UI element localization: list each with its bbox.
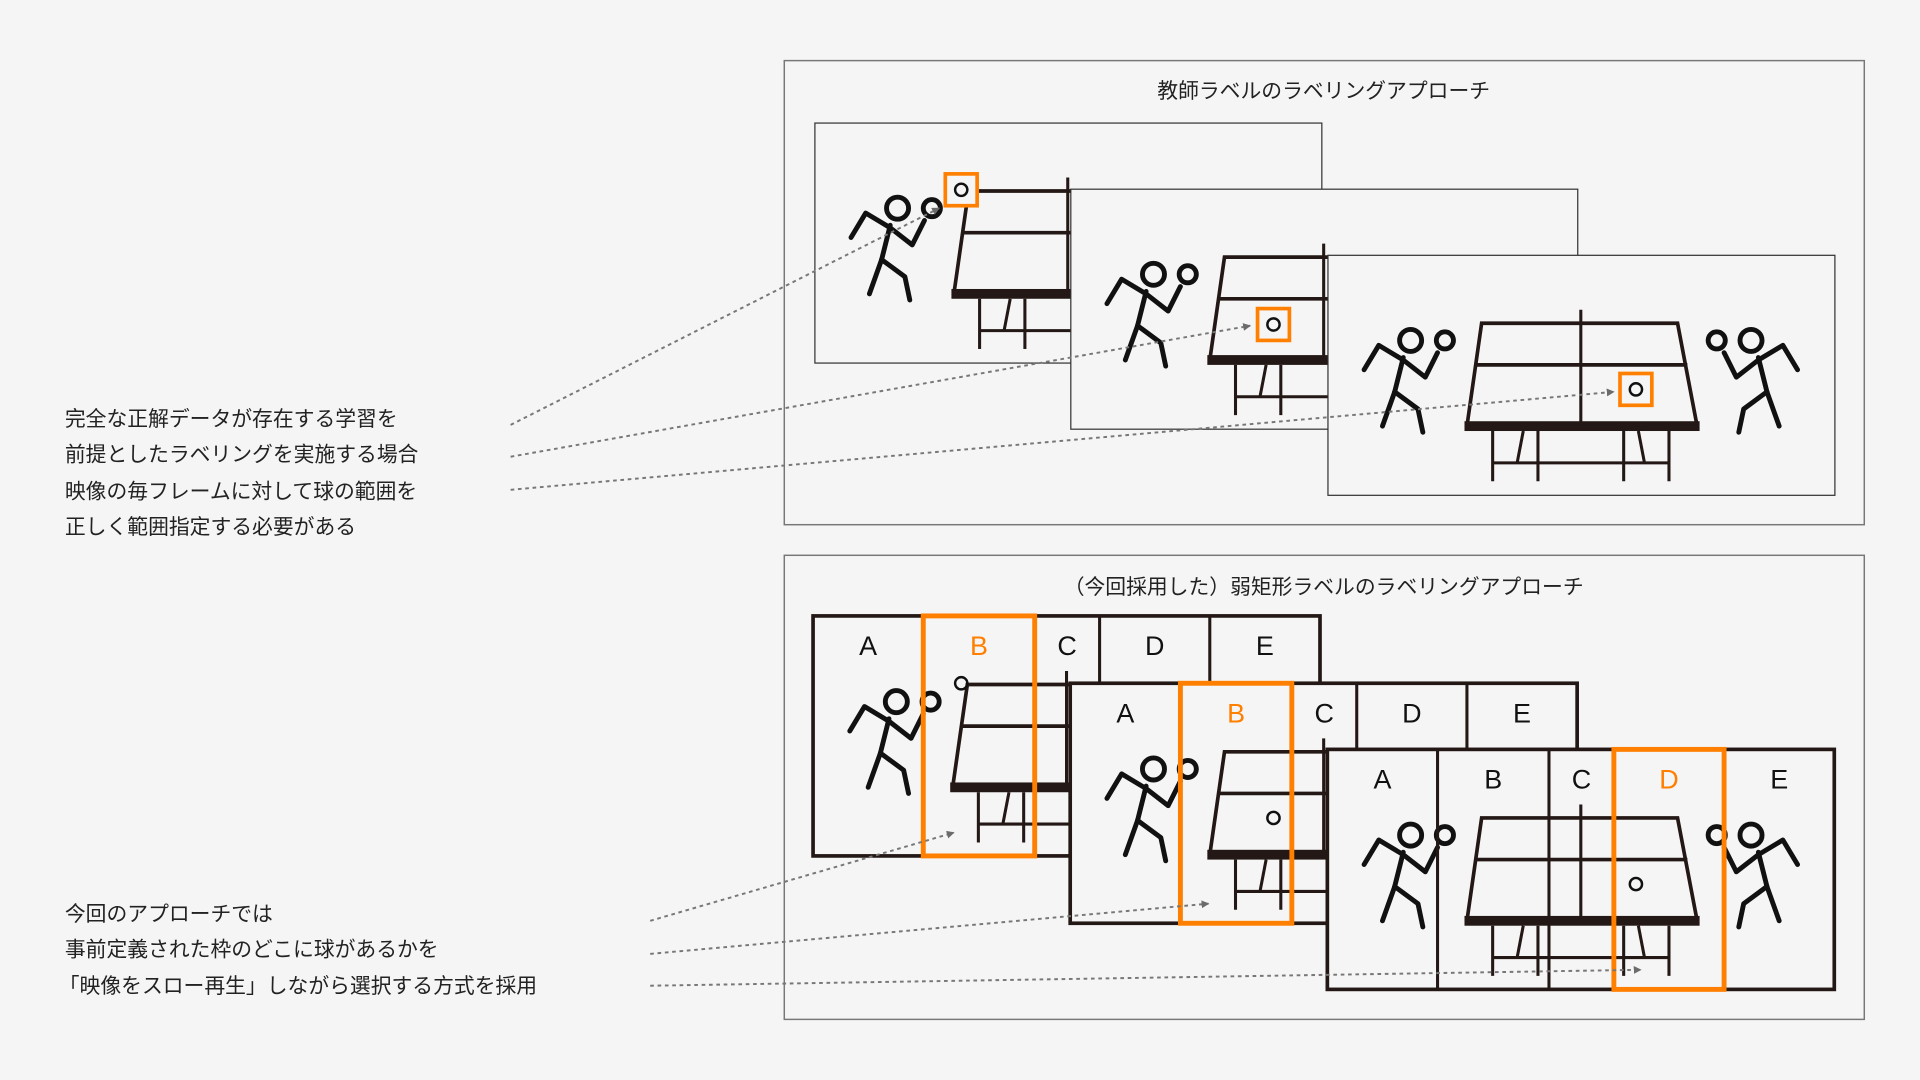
svg-text:事前定義された枠のどこに球があるかを: 事前定義された枠のどこに球があるかを xyxy=(65,937,439,961)
column-label-c[interactable]: C xyxy=(1315,698,1334,728)
supervised-description: 完全な正解データが存在する学習を 前提としたラベリングを実施する場合 映像の毎フ… xyxy=(65,407,419,539)
pointer-lines xyxy=(649,830,1642,987)
column-label-c[interactable]: C xyxy=(1572,765,1591,795)
ball-icon xyxy=(1628,876,1644,892)
svg-text:映像の毎フレームに対して球の範囲を: 映像の毎フレームに対して球の範囲を xyxy=(65,479,417,503)
column-label-b[interactable]: B xyxy=(1484,765,1502,795)
weak-rectangle-label-panel: （今回採用した）弱矩形ラベルのラベリングアプローチ A B C D E A B C D E A B C D… xyxy=(59,554,1866,1021)
selected-column-highlight[interactable] xyxy=(1177,680,1295,926)
ball-icon xyxy=(953,182,969,198)
ball-icon xyxy=(1266,810,1281,826)
ball-icon xyxy=(953,675,969,691)
ball-bounding-box xyxy=(1618,371,1654,408)
column-label-d[interactable]: D xyxy=(1659,765,1678,795)
column-label-b[interactable]: B xyxy=(970,631,988,661)
ball-bounding-box xyxy=(1255,306,1292,343)
svg-text:今回のアプローチでは: 今回のアプローチでは xyxy=(65,902,273,926)
ball-icon xyxy=(1266,317,1281,332)
column-label-a[interactable]: A xyxy=(859,631,877,661)
column-label-a[interactable]: A xyxy=(1116,698,1134,728)
weak-label-description: 今回のアプローチでは 事前定義された枠のどこに球があるかを 「映像をスロー再生」… xyxy=(59,902,537,998)
grid-frame-3: A B C D E xyxy=(1325,746,1837,992)
svg-text:正しく範囲指定する必要がある: 正しく範囲指定する必要がある xyxy=(65,515,356,539)
svg-text:前提としたラベリングを実施する場合: 前提としたラベリングを実施する場合 xyxy=(65,443,419,467)
column-label-c[interactable]: C xyxy=(1057,631,1076,661)
column-label-b[interactable]: B xyxy=(1227,698,1245,728)
column-label-e[interactable]: E xyxy=(1770,765,1788,795)
column-label-d[interactable]: D xyxy=(1145,631,1164,661)
video-frame-3 xyxy=(1327,254,1836,496)
ball-icon xyxy=(1628,382,1644,397)
column-label-d[interactable]: D xyxy=(1402,698,1421,728)
panel-title: （今回採用した）弱矩形ラベルのラベリングアプローチ xyxy=(1064,575,1584,599)
pointer-lines xyxy=(510,207,1615,491)
selected-column-highlight[interactable] xyxy=(920,613,1038,859)
panel-title: 教師ラベルのラベリングアプローチ xyxy=(1157,79,1490,103)
supervised-label-panel: 教師ラベルのラベリングアプローチ 完全な正解データが存在する学習を 前 xyxy=(65,59,1866,539)
ball-bounding-box xyxy=(943,172,979,208)
selected-column-highlight[interactable] xyxy=(1611,746,1727,992)
column-label-a[interactable]: A xyxy=(1373,765,1391,795)
column-label-e[interactable]: E xyxy=(1256,631,1274,661)
svg-text:「映像をスロー再生」しながら選択する方式を採用: 「映像をスロー再生」しながら選択する方式を採用 xyxy=(59,974,537,998)
column-label-e[interactable]: E xyxy=(1513,698,1531,728)
svg-text:完全な正解データが存在する学習を: 完全な正解データが存在する学習を xyxy=(65,407,398,431)
